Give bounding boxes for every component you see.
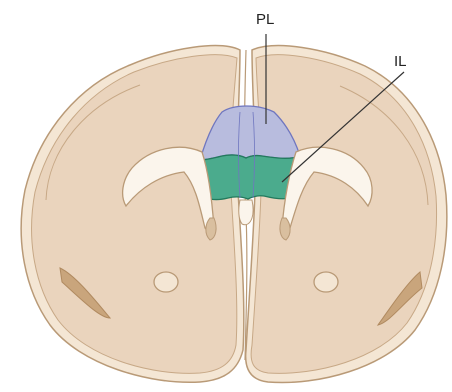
midline-septal-notch xyxy=(239,200,253,225)
right-medial-bump xyxy=(280,218,290,240)
left-medial-bump xyxy=(206,218,216,240)
left-lower-oval xyxy=(154,272,178,292)
right-lower-oval xyxy=(314,272,338,292)
il-label: IL xyxy=(394,53,407,70)
pl-label: PL xyxy=(256,11,274,28)
right-hemisphere xyxy=(246,46,447,383)
infralimbic-region xyxy=(200,155,300,200)
